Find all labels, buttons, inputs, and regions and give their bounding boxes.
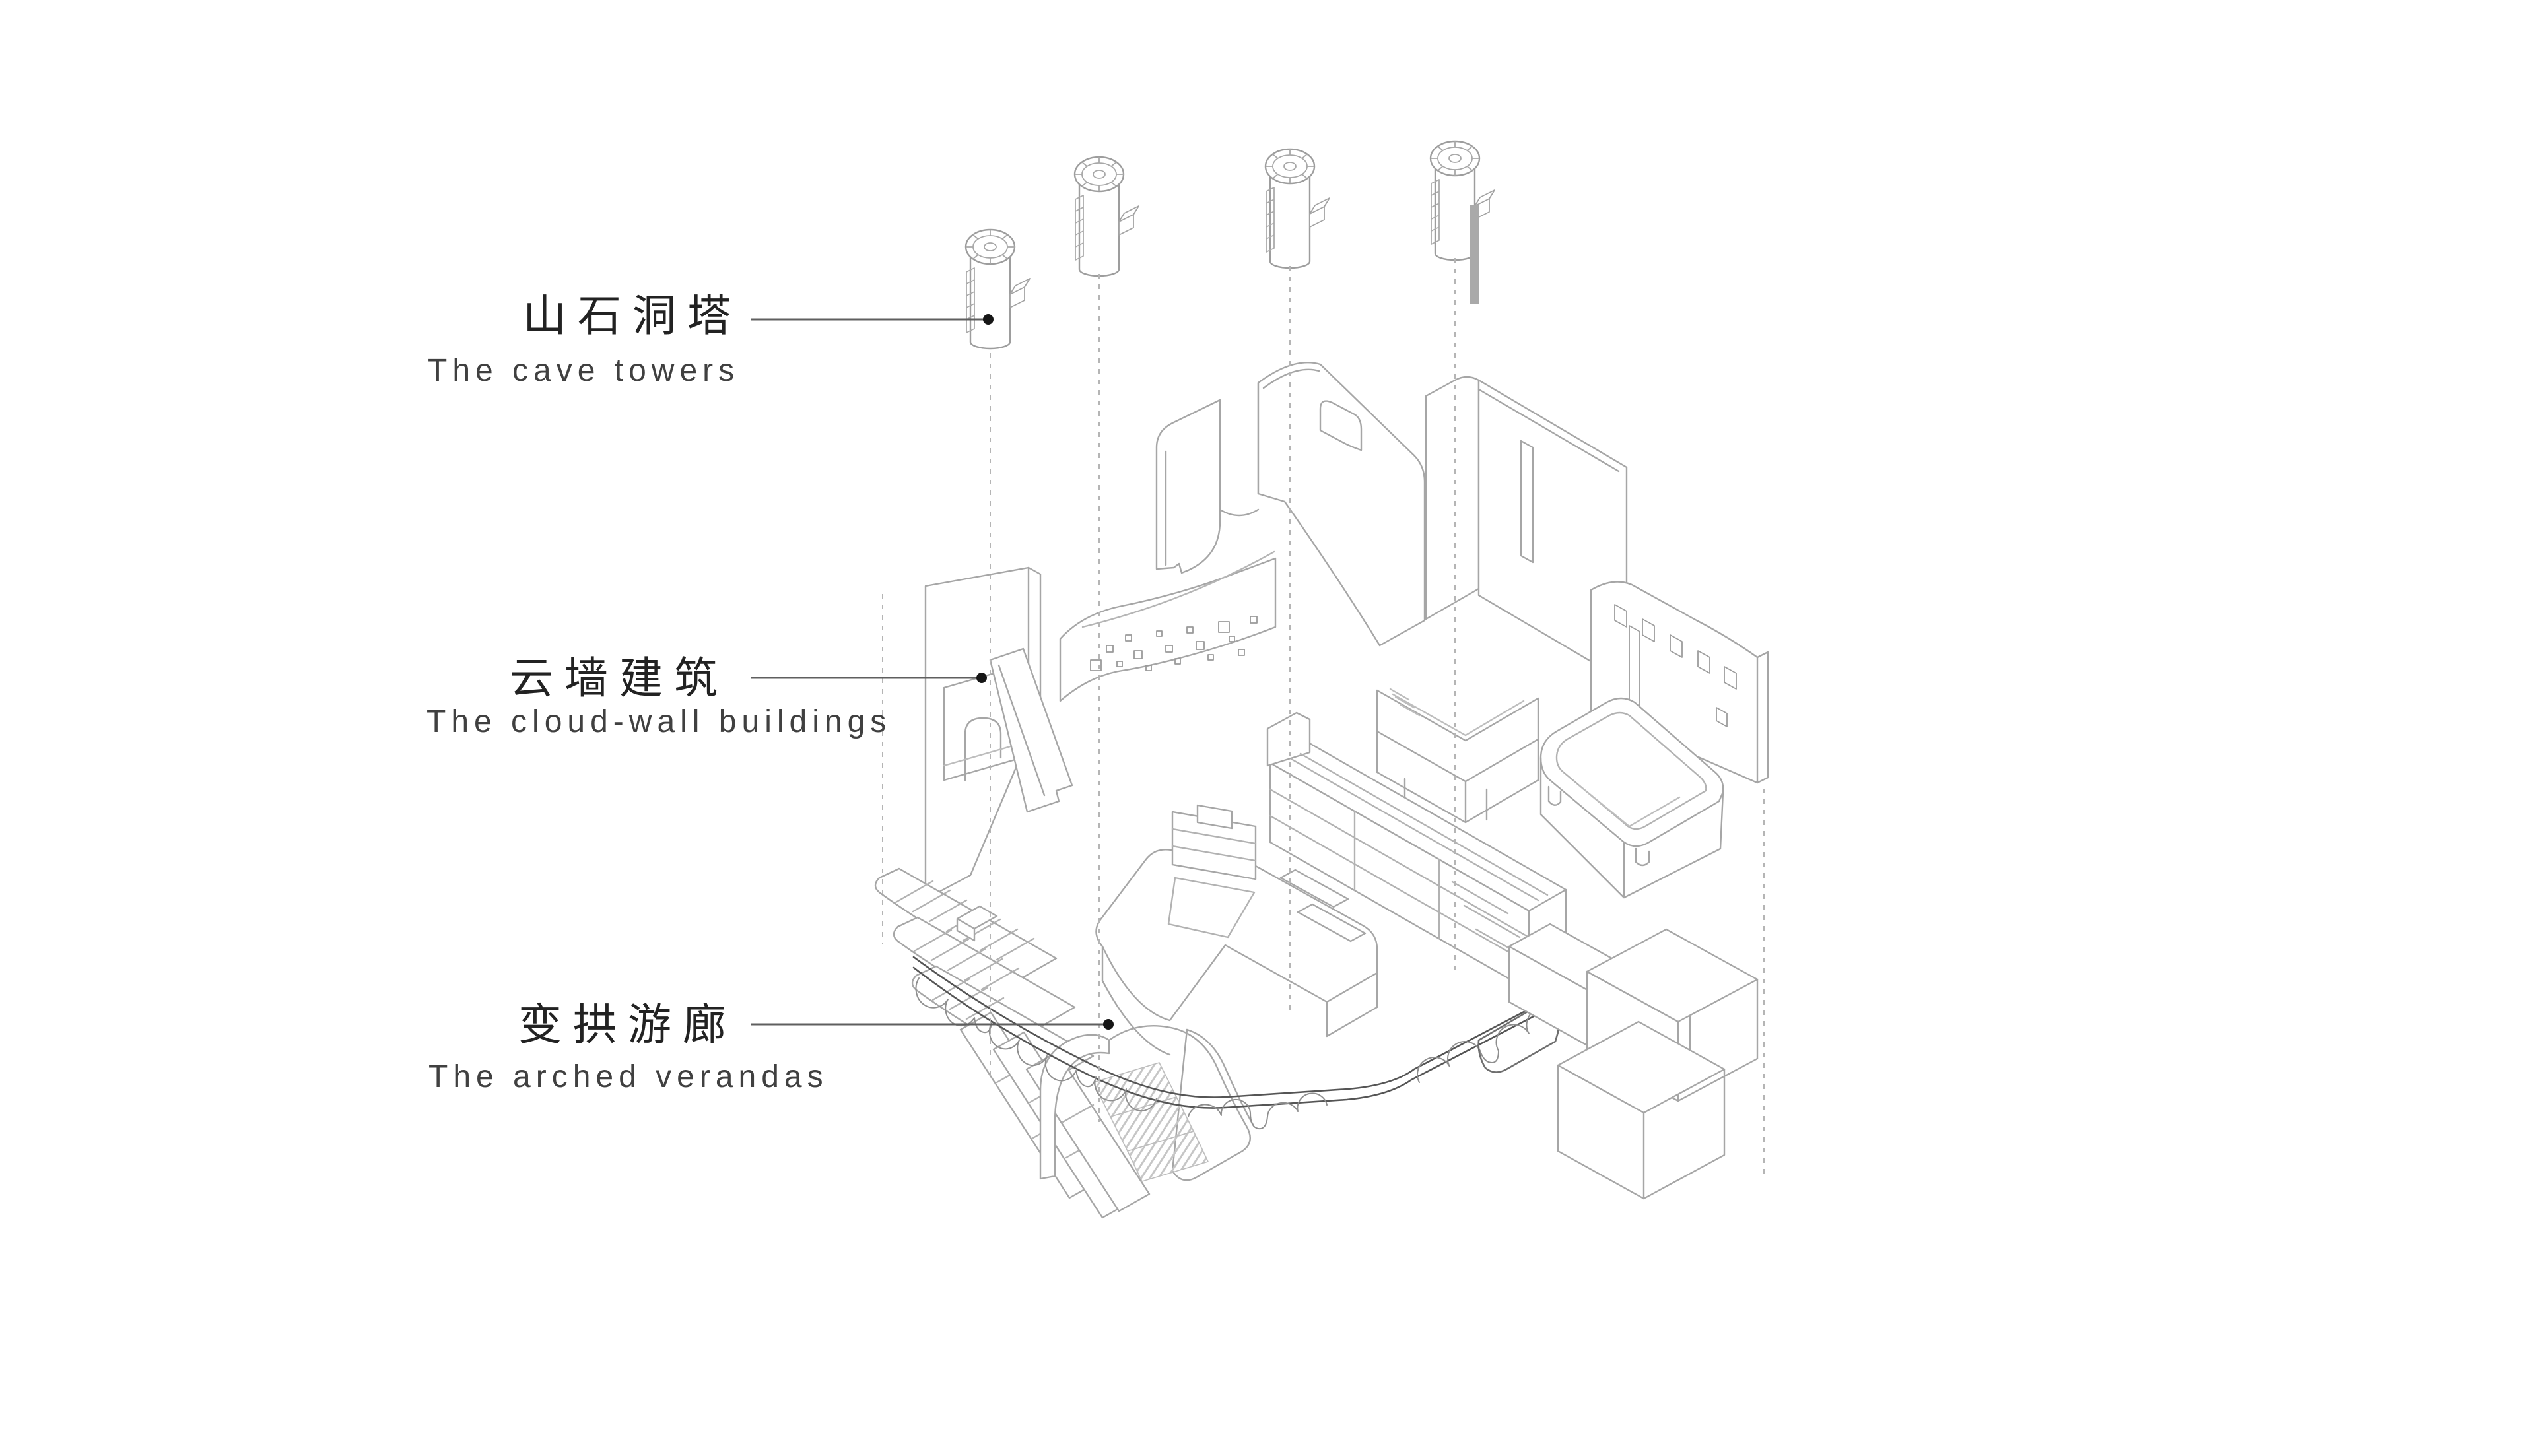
- label-leaders: [751, 314, 1114, 1030]
- dashed-drop-lines: [882, 258, 1765, 1175]
- court-terraced-block: [1171, 804, 1257, 880]
- cave-tower-3: [1264, 148, 1331, 269]
- cloud-wall-window-slab: [1590, 581, 1769, 784]
- arched-stair-portal: [1039, 1025, 1254, 1182]
- cave-tower-2: [1073, 156, 1140, 277]
- veranda-right-boxes: [1508, 923, 1759, 1200]
- label-cave-towers-title: 山石洞塔: [523, 291, 742, 340]
- label-cloud-wall-zh: 云墙建筑: [510, 656, 729, 700]
- hatched-stair-ramp: [1093, 1062, 1209, 1182]
- label-cave-towers-en: The cave towers: [428, 355, 739, 387]
- cloud-wall-dotted-wall: [1059, 550, 1277, 702]
- leader-dot-cloud-wall: [976, 673, 987, 683]
- scattered-window-dots: [1090, 616, 1258, 671]
- label-cave-towers-zh: 山石洞塔: [523, 294, 742, 337]
- tier-arched-verandas: [874, 711, 1759, 1219]
- label-arched-verandas-zh: 变拱游廊: [518, 1003, 737, 1046]
- label-arched-verandas-en: The arched verandas: [428, 1061, 828, 1093]
- cloud-wall-right-tall-wall: [1425, 376, 1628, 684]
- veranda-story-bar: [1266, 711, 1567, 991]
- cloud-wall-courtyard-trough: [1376, 688, 1539, 824]
- tower-4-shaded-slit: [1470, 205, 1479, 304]
- cloud-wall-central-u: [1155, 362, 1426, 647]
- stepped-bleacher-bars: [874, 867, 1095, 1078]
- label-arched-verandas-subtitle: The arched verandas: [428, 1059, 828, 1094]
- label-cloud-wall-title: 云墙建筑: [510, 653, 729, 702]
- cloud-wall-trough-bar: [989, 647, 1073, 813]
- leader-dot-arched-verandas: [1103, 1019, 1114, 1030]
- tier-cave-towers: [964, 140, 1496, 350]
- label-cloud-wall-en: The cloud-wall buildings: [426, 706, 891, 738]
- tier-cloud-wall-buildings: [924, 362, 1769, 900]
- cloud-wall-open-box: [1539, 697, 1724, 899]
- label-cave-towers-subtitle: The cave towers: [428, 353, 740, 388]
- label-cloud-wall-subtitle: The cloud-wall buildings: [426, 704, 892, 739]
- cave-tower-4: [1429, 140, 1496, 261]
- cave-tower-1: [964, 228, 1031, 350]
- leader-dot-cave-towers: [983, 314, 994, 325]
- label-arched-verandas-title: 变拱游廊: [518, 1000, 737, 1049]
